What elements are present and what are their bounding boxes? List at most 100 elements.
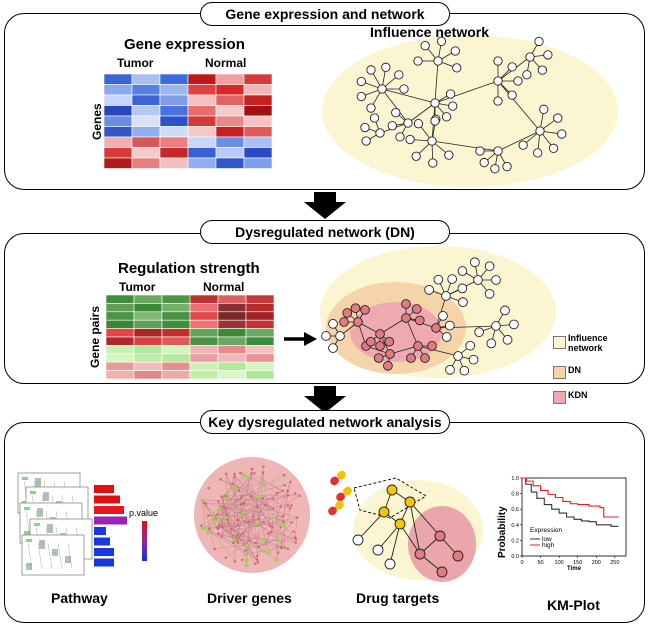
network-node bbox=[261, 539, 265, 544]
network-node bbox=[403, 118, 413, 128]
network-node bbox=[239, 503, 243, 506]
heatmap-cell bbox=[189, 353, 219, 363]
network-node bbox=[233, 560, 237, 563]
network-node bbox=[283, 474, 286, 477]
heatmap-cell bbox=[187, 136, 217, 148]
network-node bbox=[405, 134, 415, 145]
network-node bbox=[286, 547, 290, 551]
network-node bbox=[213, 547, 216, 551]
network-node bbox=[360, 305, 370, 315]
network-node bbox=[236, 534, 240, 537]
heatmap-cell bbox=[187, 126, 217, 138]
network-edge bbox=[246, 522, 250, 566]
down-arrow-1 bbox=[304, 192, 346, 219]
network-node bbox=[441, 291, 451, 301]
network-edge bbox=[237, 490, 283, 520]
network-node bbox=[441, 332, 452, 342]
legend-swatch-influence bbox=[553, 336, 566, 349]
section2-title: Dysregulated network (DN) bbox=[200, 220, 450, 244]
heatmap-cell bbox=[243, 157, 273, 169]
network-node bbox=[468, 354, 479, 365]
driver-genes-network bbox=[194, 457, 310, 573]
network-node bbox=[452, 550, 464, 562]
heatmap-cell bbox=[217, 336, 247, 346]
network-node bbox=[484, 261, 495, 272]
network-node bbox=[216, 507, 221, 511]
network-node bbox=[436, 566, 448, 578]
heatmap-cell bbox=[131, 126, 161, 138]
network-edge bbox=[357, 511, 385, 541]
heatmap-cell bbox=[217, 345, 247, 355]
heatmap-cell bbox=[161, 303, 191, 313]
heatmap-cell bbox=[189, 345, 219, 355]
legend-label-kdn: KDN bbox=[568, 390, 588, 400]
heatmap-cell bbox=[245, 353, 275, 363]
network-node bbox=[221, 525, 224, 529]
network-node bbox=[452, 63, 462, 73]
network-edge bbox=[234, 476, 274, 509]
network-node bbox=[239, 496, 243, 500]
network-edge bbox=[218, 493, 296, 520]
km-xtick: 250 bbox=[610, 560, 619, 566]
network-node bbox=[203, 526, 208, 530]
network-edge bbox=[377, 523, 401, 551]
pathway-bar-chart bbox=[94, 485, 127, 567]
network-node bbox=[294, 541, 297, 544]
heatmap-cell bbox=[161, 345, 191, 355]
network-node bbox=[373, 353, 384, 363]
heatmap-cell bbox=[215, 73, 245, 85]
network-node bbox=[372, 544, 384, 556]
network-edge bbox=[205, 497, 242, 529]
heatmap-cell bbox=[217, 294, 247, 304]
network-edge bbox=[214, 525, 282, 548]
network-node bbox=[537, 65, 548, 75]
network-node bbox=[217, 500, 220, 503]
heatmap-cell bbox=[245, 294, 275, 304]
heatmap-cell bbox=[187, 84, 217, 96]
network-node bbox=[484, 288, 495, 299]
network-node bbox=[535, 126, 545, 136]
network-node bbox=[236, 541, 240, 545]
pvalue-label: p.value bbox=[129, 508, 159, 518]
km-xtick: 100 bbox=[555, 560, 564, 566]
heatmap-cell bbox=[105, 345, 135, 355]
heatmap-cell bbox=[159, 105, 189, 117]
network-node bbox=[534, 36, 544, 47]
heatmap-cell bbox=[105, 353, 135, 363]
network-edge bbox=[240, 473, 278, 494]
network-node bbox=[507, 62, 517, 72]
network-node bbox=[298, 494, 301, 498]
pathway-bar bbox=[94, 558, 114, 567]
network-node bbox=[260, 493, 265, 498]
heatmap-cell bbox=[105, 311, 135, 321]
heatmap-cell bbox=[189, 328, 219, 338]
down-arrow-2 bbox=[304, 386, 346, 413]
heatmap-cell bbox=[189, 319, 219, 329]
km-curve-low bbox=[522, 477, 619, 527]
network-node bbox=[244, 563, 249, 568]
network-node bbox=[217, 517, 221, 522]
network-node bbox=[243, 552, 248, 557]
heatmap-cell bbox=[217, 361, 247, 371]
network-node bbox=[448, 101, 458, 111]
heatmap-cell bbox=[215, 84, 245, 96]
network-node bbox=[276, 551, 280, 554]
heatmap-cell bbox=[133, 345, 163, 355]
heatmap-cell bbox=[245, 345, 275, 355]
section3-title: Key dysregulated network analysis bbox=[200, 410, 450, 434]
network-node bbox=[387, 121, 397, 131]
network-edge bbox=[248, 521, 284, 525]
drug-capsule-icon bbox=[336, 486, 352, 502]
network-edge bbox=[213, 517, 248, 546]
network-node bbox=[375, 128, 385, 138]
heatmap-cell bbox=[131, 147, 161, 159]
network-edge bbox=[381, 88, 409, 124]
network-node bbox=[474, 327, 484, 338]
network-edge bbox=[431, 140, 499, 152]
network-node bbox=[328, 319, 338, 329]
network-node bbox=[272, 497, 275, 500]
network-node bbox=[270, 530, 273, 534]
network-edge bbox=[233, 483, 263, 489]
network-node bbox=[414, 548, 426, 560]
